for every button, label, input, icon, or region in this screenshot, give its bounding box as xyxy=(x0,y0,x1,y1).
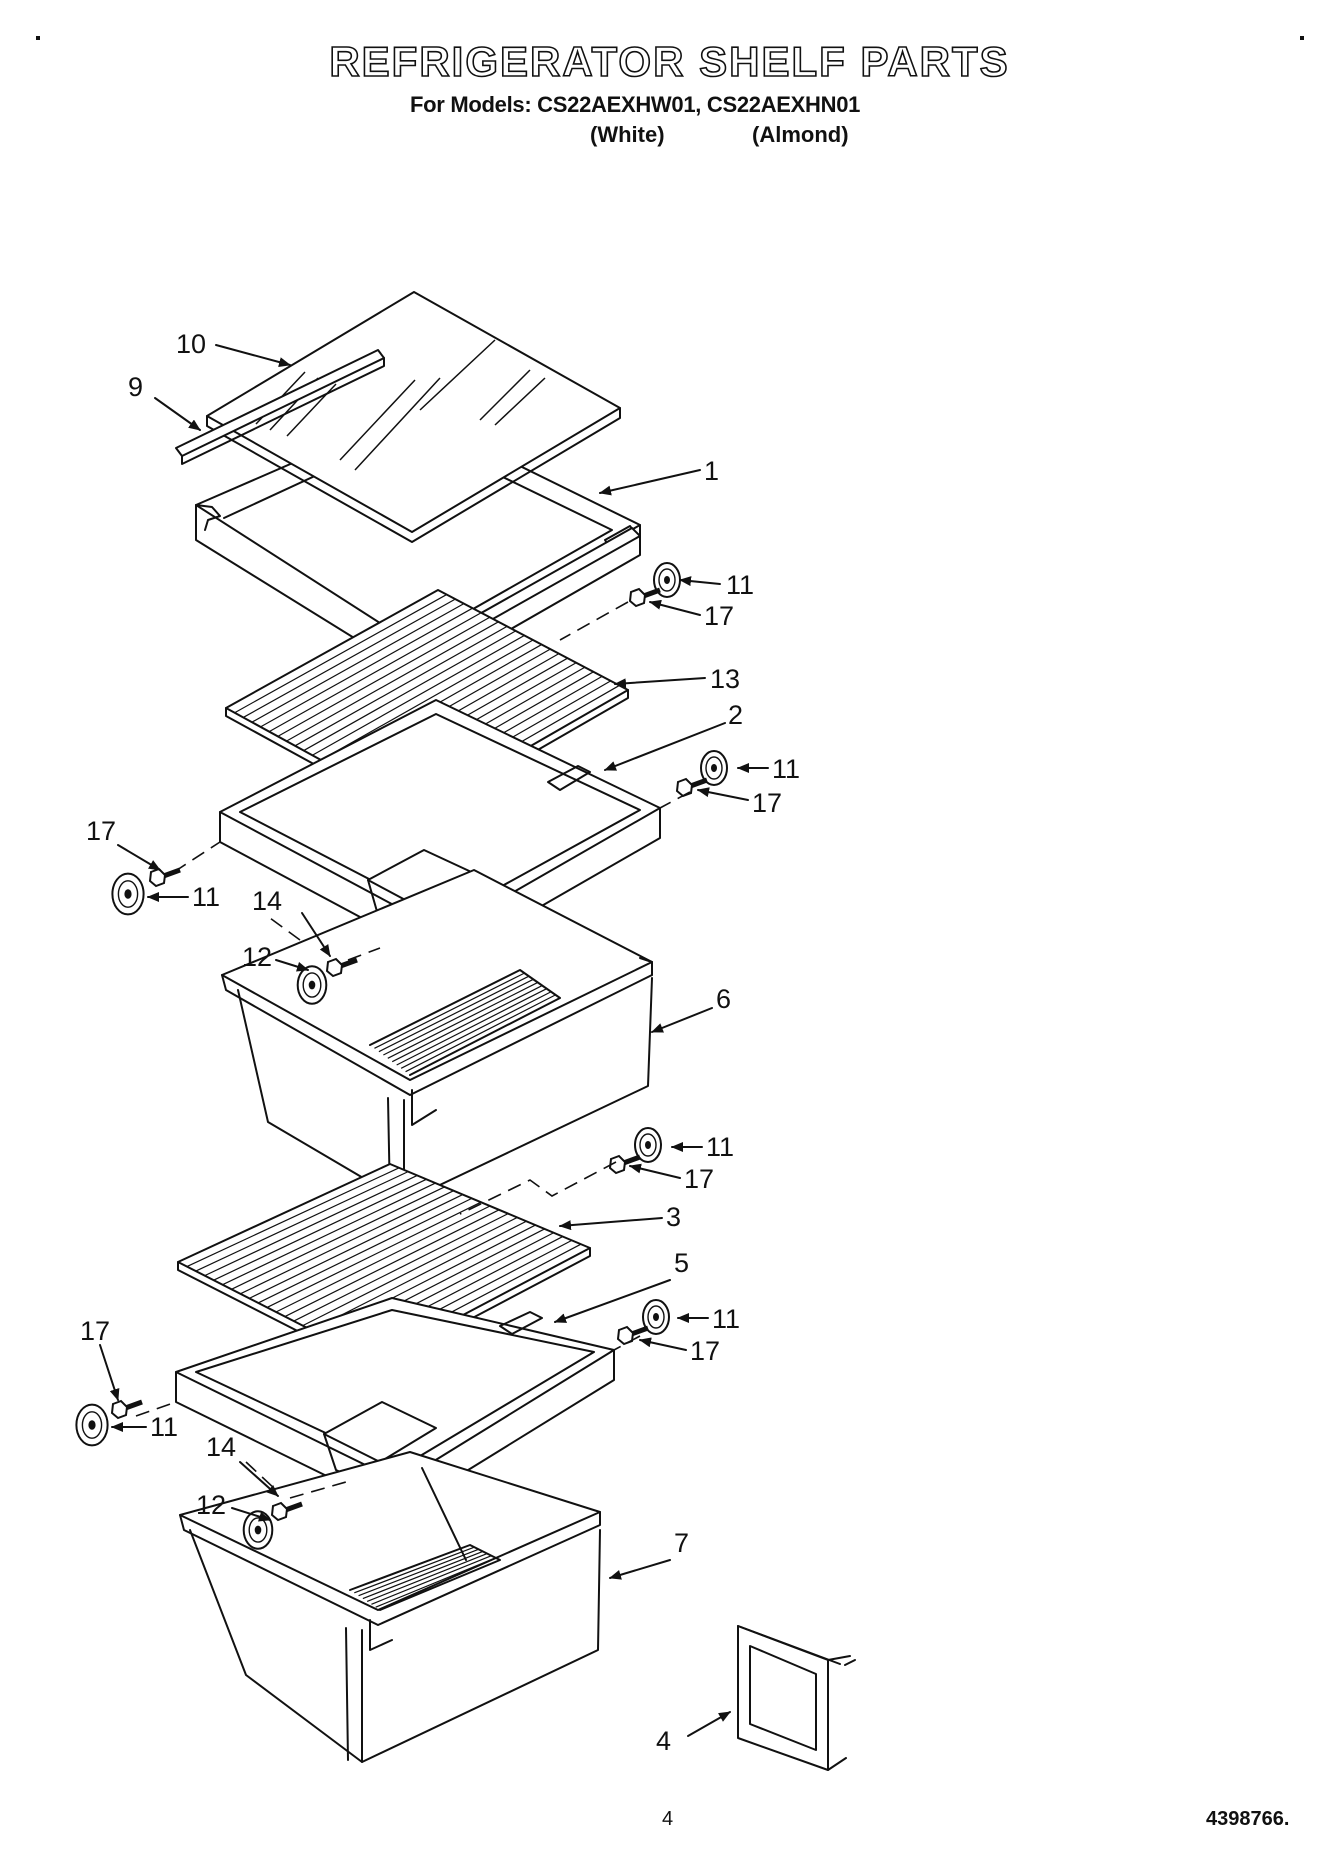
document-number: 4398766. xyxy=(1206,1808,1290,1830)
callout-10: 10 xyxy=(176,329,206,359)
part-6-crisper-pan xyxy=(221,869,653,1203)
alignment-line xyxy=(559,601,629,641)
callout-11: 11 xyxy=(192,882,220,912)
part-4-bracket xyxy=(737,1625,856,1771)
callout-5: 5 xyxy=(674,1248,689,1278)
alignment-line xyxy=(269,917,301,941)
wheel-icon xyxy=(642,1299,670,1335)
screw-icon xyxy=(628,587,661,608)
page-number: 4 xyxy=(662,1808,674,1830)
callout-17: 17 xyxy=(690,1336,720,1366)
callout-11: 11 xyxy=(726,570,754,600)
models-line: For Models: CS22AEXHW01, CS22AEXHN01 xyxy=(410,92,861,117)
callout-4: 4 xyxy=(656,1726,671,1756)
alignment-line xyxy=(459,1161,617,1215)
callout-14: 14 xyxy=(206,1432,236,1462)
callout-17: 17 xyxy=(684,1164,714,1194)
callout-12: 12 xyxy=(196,1490,226,1520)
callout-11: 11 xyxy=(150,1412,178,1442)
scan-mark-right xyxy=(1300,36,1304,40)
leader-arrows xyxy=(99,344,769,1737)
callout-2: 2 xyxy=(728,700,743,730)
callout-17: 17 xyxy=(752,788,782,818)
callout-1: 1 xyxy=(704,456,719,486)
alignment-line xyxy=(659,791,691,809)
alignment-line xyxy=(613,1335,641,1351)
callout-11: 11 xyxy=(772,754,800,784)
screw-icon xyxy=(325,957,358,978)
part-3-ribbed-panel xyxy=(177,1163,591,1371)
wheel-icon xyxy=(296,965,328,1005)
screw-icon xyxy=(270,1501,303,1522)
scan-mark-left xyxy=(36,36,40,40)
wheel-icon xyxy=(653,562,681,598)
alignment-line xyxy=(289,1481,347,1499)
page-title: REFRIGERATOR SHELF PARTS xyxy=(329,37,1010,86)
part-7-crisper-pan xyxy=(179,1451,601,1763)
variant-white-label: (White) xyxy=(590,122,665,147)
screw-icon xyxy=(675,777,708,798)
callout-6: 6 xyxy=(716,984,731,1014)
wheel-icon xyxy=(75,1403,109,1447)
alignment-line xyxy=(347,947,381,961)
callout-17: 17 xyxy=(86,816,116,846)
callout-17: 17 xyxy=(80,1316,110,1346)
wheel-icon xyxy=(634,1127,662,1163)
callout-11: 11 xyxy=(712,1304,740,1334)
screw-icon xyxy=(608,1154,641,1175)
screw-icon xyxy=(110,1399,143,1420)
callout-11: 11 xyxy=(706,1132,734,1162)
wheel-icon xyxy=(700,750,728,786)
part-10-glass-shelf xyxy=(206,291,621,543)
callout-7: 7 xyxy=(674,1528,689,1558)
variant-almond-label: (Almond) xyxy=(752,122,849,147)
callout-13: 13 xyxy=(710,664,740,694)
alignment-line xyxy=(245,1461,277,1491)
alignment-line xyxy=(135,1401,177,1417)
alignment-line xyxy=(173,841,221,873)
callout-14: 14 xyxy=(252,886,282,916)
hardware-group xyxy=(75,562,728,1550)
callout-9: 9 xyxy=(128,372,143,402)
callout-12: 12 xyxy=(242,942,272,972)
callout-17: 17 xyxy=(704,601,734,631)
callout-3: 3 xyxy=(666,1202,681,1232)
wheel-icon xyxy=(111,872,145,916)
